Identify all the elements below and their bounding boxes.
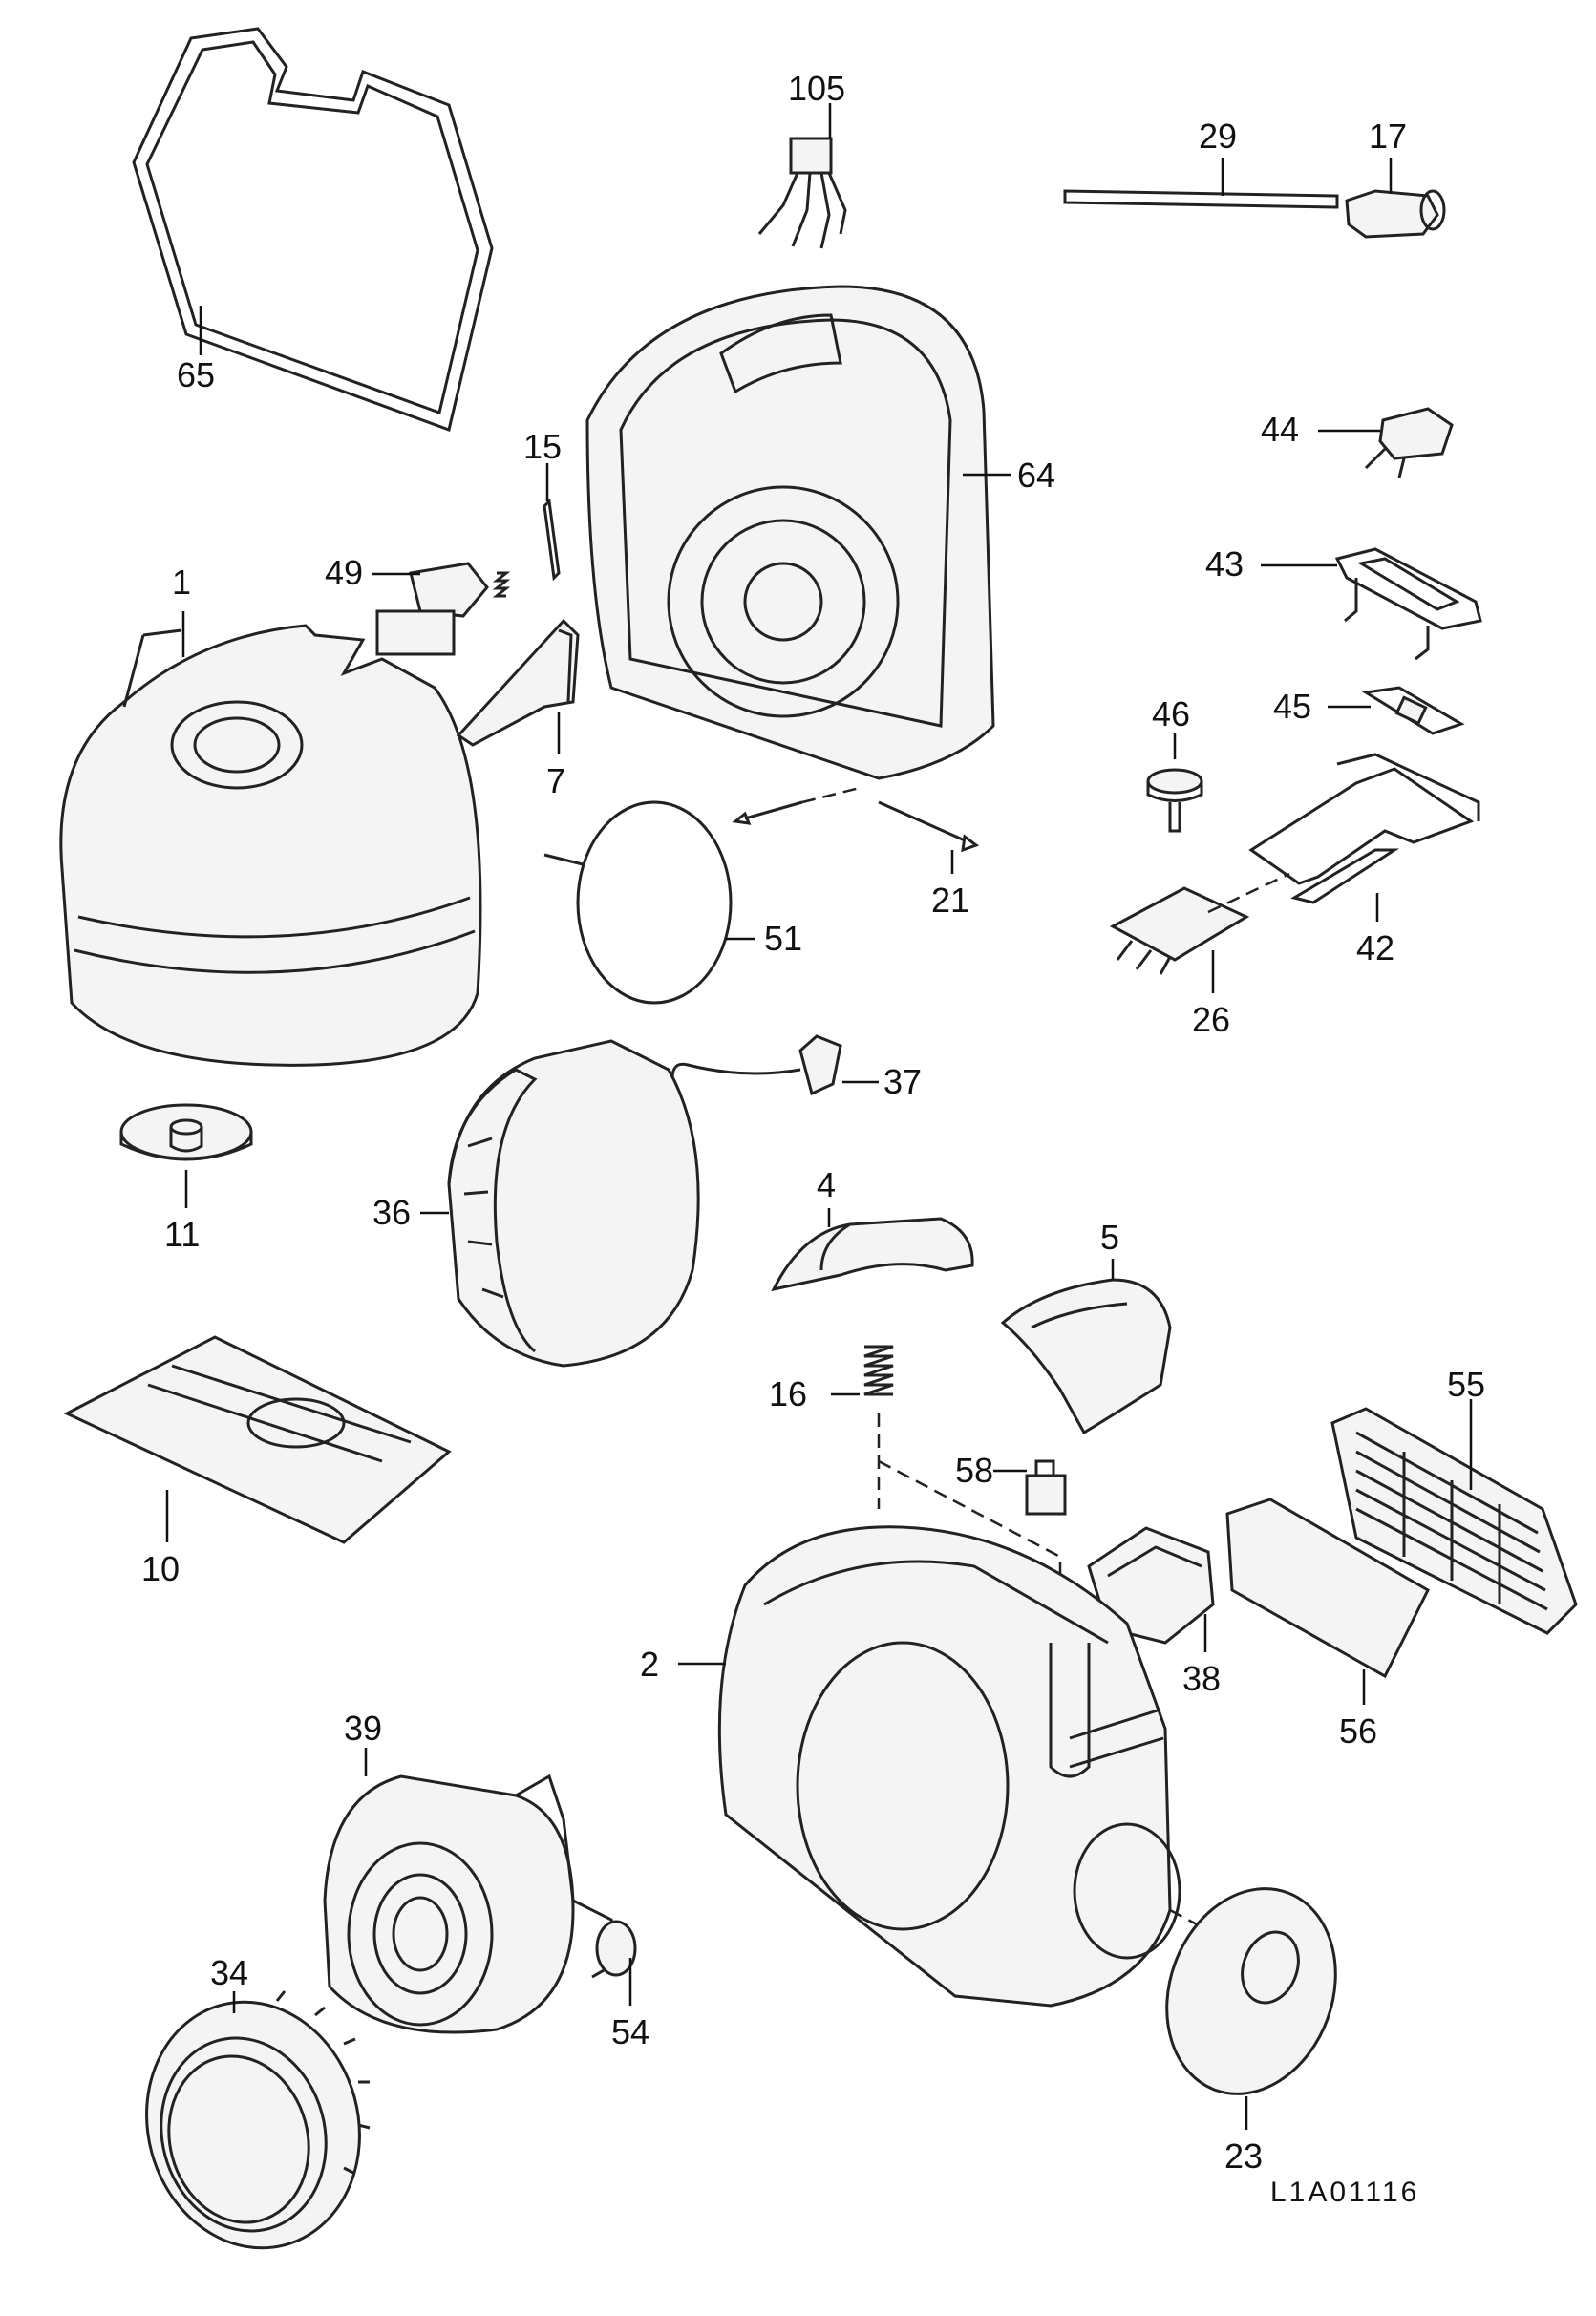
part-label-21: 21 (931, 881, 969, 920)
part-46 (1146, 733, 1203, 833)
part-7-bracket (456, 618, 580, 754)
part-label-7: 7 (546, 761, 565, 800)
part-2-main-body (678, 1525, 1243, 2008)
part-label-26: 26 (1192, 1000, 1230, 1039)
part-45 (1328, 686, 1465, 735)
part-44 (1318, 407, 1454, 478)
part-label-58: 58 (955, 1451, 993, 1490)
part-label-15: 15 (523, 427, 562, 466)
part-label-23: 23 (1224, 2136, 1263, 2176)
part-label-43: 43 (1205, 544, 1244, 584)
part-56-filter (1225, 1498, 1430, 1705)
part-label-1: 1 (172, 563, 191, 602)
part-label-37: 37 (883, 1062, 922, 1101)
part-label-42: 42 (1356, 928, 1394, 967)
part-label-4: 4 (817, 1165, 836, 1204)
part-55-grille (1330, 1399, 1578, 1635)
part-58 (993, 1459, 1067, 1516)
part-65-gasket (132, 27, 494, 432)
part-label-34: 34 (210, 1953, 248, 1992)
part-label-45: 45 (1273, 687, 1311, 726)
part-label-2: 2 (640, 1645, 659, 1684)
part-label-39: 39 (344, 1709, 382, 1748)
part-17-connector (1345, 158, 1446, 239)
part-38 (1087, 1526, 1215, 1652)
part-label-105: 105 (788, 69, 845, 108)
part-4-cover (771, 1208, 974, 1292)
part-54 (595, 1920, 637, 2006)
part-label-16: 16 (769, 1374, 807, 1413)
part-label-17: 17 (1369, 117, 1407, 156)
part-label-64: 64 (1017, 456, 1055, 495)
part-51-disc (543, 800, 755, 1005)
part-34-ring (145, 1990, 371, 2250)
part-5-cover (1000, 1259, 1172, 1435)
part-11 (119, 1103, 253, 1208)
part-label-51: 51 (764, 919, 802, 958)
part-label-54: 54 (611, 2012, 649, 2051)
part-23-wheel-cover (1165, 1887, 1337, 2130)
part-label-11: 11 (164, 1215, 200, 1254)
part-15 (543, 463, 561, 582)
part-label-56: 56 (1339, 1711, 1377, 1751)
part-37-plug (670, 1034, 879, 1096)
part-label-36: 36 (372, 1193, 411, 1232)
part-21-screws (732, 786, 980, 874)
part-39-motor (323, 1748, 628, 2034)
part-label-44: 44 (1261, 410, 1299, 449)
part-label-38: 38 (1182, 1659, 1221, 1698)
part-label-46: 46 (1152, 694, 1190, 733)
part-29-rod (1063, 158, 1339, 209)
part-10-bag (63, 1335, 452, 1544)
part-label-65: 65 (177, 355, 215, 394)
part-42-tray (1248, 753, 1480, 922)
part-label-10: 10 (141, 1549, 180, 1588)
part-1-top-cover (59, 611, 482, 1067)
part-64-rear-housing (585, 285, 1011, 780)
part-43 (1261, 547, 1482, 661)
part-105-wiring (757, 103, 847, 249)
drawing-code: L1A01116 (1270, 2177, 1419, 2208)
part-36-cord-reel (420, 1039, 700, 1368)
part-label-5: 5 (1100, 1218, 1119, 1257)
part-49 (372, 562, 511, 656)
part-label-29: 29 (1199, 117, 1237, 156)
part-26-board (1109, 872, 1290, 993)
part-label-49: 49 (325, 553, 363, 592)
part-label-55: 55 (1447, 1365, 1485, 1404)
